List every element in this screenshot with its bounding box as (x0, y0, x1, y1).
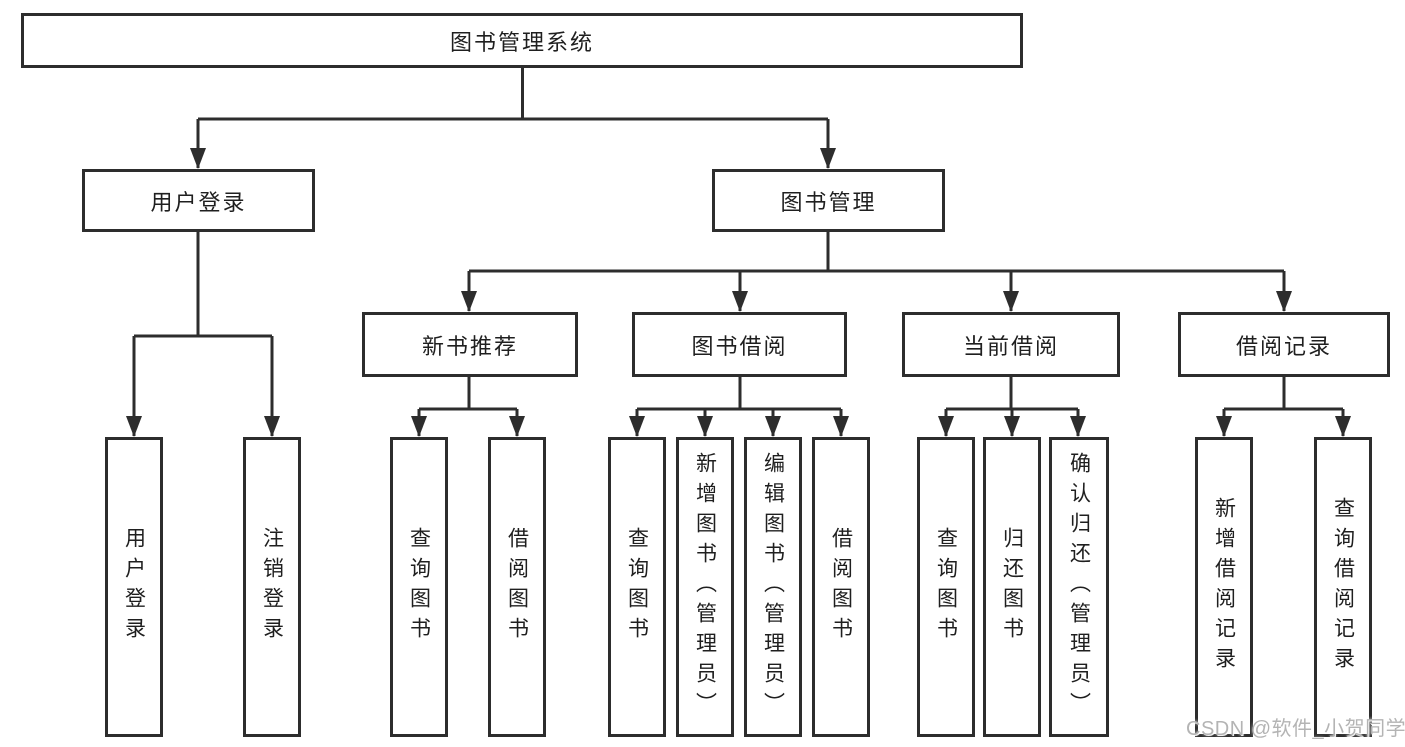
leaf-borrowing-query-books-label: 查询图书 (625, 527, 649, 647)
node-current-borrowing: 当前借阅 (902, 312, 1120, 377)
leaf-records-add-record: 新增借阅记录 (1195, 437, 1253, 737)
node-new-book-recommend: 新书推荐 (362, 312, 578, 377)
leaf-recommend-query-books: 查询图书 (390, 437, 448, 737)
leaf-borrowing-query-books: 查询图书 (608, 437, 666, 737)
leaf-current-confirm-return-admin: 确认归还（管理员） (1049, 437, 1109, 737)
leaf-current-return-books-label: 归还图书 (1000, 527, 1024, 647)
leaf-records-query-record: 查询借阅记录 (1314, 437, 1372, 737)
node-root: 图书管理系统 (21, 13, 1023, 68)
leaf-recommend-query-books-label: 查询图书 (407, 527, 431, 647)
arrowheads (126, 148, 1351, 437)
node-book-management: 图书管理 (712, 169, 945, 232)
leaf-current-confirm-return-admin-label: 确认归还（管理员） (1067, 452, 1091, 722)
leaf-borrowing-borrow-books: 借阅图书 (812, 437, 870, 737)
leaf-logout-label: 注销登录 (260, 527, 284, 647)
leaf-user-login-label: 用户登录 (122, 527, 146, 647)
leaf-borrowing-edit-books-admin: 编辑图书（管理员） (744, 437, 802, 737)
node-borrowing-records: 借阅记录 (1178, 312, 1390, 377)
leaf-recommend-borrow-books: 借阅图书 (488, 437, 546, 737)
leaf-borrowing-add-books-admin-label: 新增图书（管理员） (693, 452, 717, 722)
leaf-borrowing-borrow-books-label: 借阅图书 (829, 527, 853, 647)
leaf-current-query-books: 查询图书 (917, 437, 975, 737)
leaf-current-query-books-label: 查询图书 (934, 527, 958, 647)
csdn-watermark: CSDN @软件_小贺同学 (1186, 718, 1405, 740)
node-book-borrowing: 图书借阅 (632, 312, 847, 377)
leaf-recommend-borrow-books-label: 借阅图书 (505, 527, 529, 647)
leaf-user-login: 用户登录 (105, 437, 163, 737)
leaf-borrowing-edit-books-admin-label: 编辑图书（管理员） (761, 452, 785, 722)
leaf-logout: 注销登录 (243, 437, 301, 737)
leaf-current-return-books: 归还图书 (983, 437, 1041, 737)
leaf-borrowing-add-books-admin: 新增图书（管理员） (676, 437, 734, 737)
leaf-records-query-record-label: 查询借阅记录 (1331, 497, 1355, 677)
leaf-records-add-record-label: 新增借阅记录 (1212, 497, 1236, 677)
node-user-login-group: 用户登录 (82, 169, 315, 232)
